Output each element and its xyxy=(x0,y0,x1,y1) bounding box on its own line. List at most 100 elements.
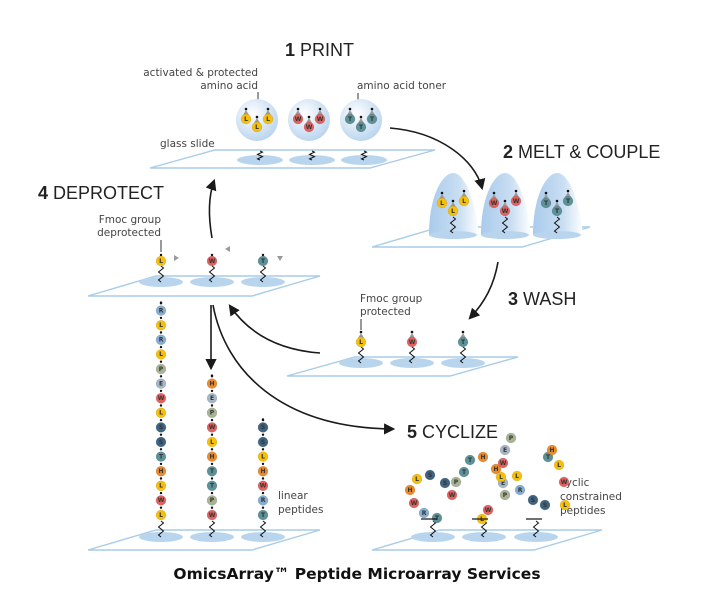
bond-dot xyxy=(210,448,214,451)
linker-spring xyxy=(208,265,216,283)
fmoc-protecting-group xyxy=(254,118,260,123)
amino-acid-P: P xyxy=(206,407,218,419)
array-spot xyxy=(481,231,529,239)
amino-acid-bead xyxy=(206,392,218,404)
label-fmoc-deprotected: Fmoc group xyxy=(99,214,162,226)
released-fmoc-group xyxy=(174,255,179,261)
amino-acid-bead xyxy=(206,465,218,477)
bond-dot xyxy=(210,389,214,393)
amino-acid-T: T xyxy=(355,121,367,133)
amino-acid-W: W xyxy=(206,509,218,521)
fmoc-protecting-group xyxy=(358,333,364,338)
amino-acid-bead xyxy=(562,195,574,207)
amino-acid-bead xyxy=(206,407,218,419)
fmoc-protecting-group xyxy=(439,194,445,199)
amino-acid-bead xyxy=(431,512,443,524)
amino-acid-letter: W xyxy=(491,200,498,207)
bond-dot xyxy=(159,404,163,407)
amino-acid-T: T xyxy=(206,465,218,477)
amino-acid-letter: H xyxy=(549,447,554,454)
label-cyclic-peptides-2: constrained xyxy=(560,491,622,503)
bond-dot xyxy=(210,418,214,422)
amino-acid-R: R xyxy=(514,484,526,496)
amino-acid-letter: W xyxy=(411,500,418,507)
amino-acid-letter: E xyxy=(159,380,163,387)
amino-acid-letter: S xyxy=(543,502,547,509)
amino-acid-W: W xyxy=(482,504,494,516)
amino-acid-P: P xyxy=(206,495,218,506)
fmoc-dot xyxy=(555,199,559,203)
amino-acid-letter: S xyxy=(261,424,265,431)
amino-acid-letter: P xyxy=(509,435,514,442)
amino-acid-bead xyxy=(510,195,522,207)
released-fmoc-group xyxy=(225,246,230,252)
amino-acid-S: S xyxy=(539,499,551,511)
bond-dot xyxy=(261,418,265,421)
amino-acid-bead xyxy=(155,407,167,419)
amino-acid-letter: T xyxy=(159,453,164,460)
bond-dot xyxy=(261,477,265,480)
bond-dot xyxy=(210,404,214,407)
linker-spring xyxy=(259,265,267,283)
fmoc-dot xyxy=(307,115,311,119)
bond-dot xyxy=(159,491,163,495)
amino-acid-letter: T xyxy=(210,483,215,490)
amino-acid-letter: H xyxy=(260,468,265,475)
bond-dot xyxy=(210,433,214,436)
label-linear-peptides: linear xyxy=(278,490,308,502)
amino-acid-bead xyxy=(257,495,269,506)
amino-acid-letter: L xyxy=(462,198,466,205)
amino-acid-letter: H xyxy=(407,487,412,494)
amino-acid-letter: T xyxy=(544,200,549,207)
fmoc-protecting-group xyxy=(369,110,375,115)
amino-acid-letter: S xyxy=(428,472,432,479)
amino-acid-W: W xyxy=(257,480,269,492)
label-linear-peptides-2: peptides xyxy=(278,504,323,516)
linker-spring xyxy=(459,346,467,364)
amino-acid-letter: W xyxy=(158,395,165,402)
amino-acid-letter: H xyxy=(209,453,214,460)
amino-acid-bead xyxy=(155,349,167,360)
bond-dot xyxy=(159,375,163,378)
array-spot xyxy=(533,231,581,239)
amino-acid-letter: T xyxy=(261,512,266,519)
amino-acid-H: H xyxy=(490,463,502,475)
amino-acid-letter: W xyxy=(209,258,216,265)
arrow-melt-to-wash xyxy=(468,261,499,320)
amino-acid-letter: P xyxy=(210,497,215,504)
bond-dot xyxy=(159,477,163,480)
amino-acid-letter: T xyxy=(359,124,364,131)
linker-spring xyxy=(480,520,488,538)
amino-acid-T: T xyxy=(457,336,469,348)
amino-acid-letter: T xyxy=(435,515,440,522)
amino-acid-L: L xyxy=(251,121,263,133)
amino-acid-letter: L xyxy=(159,258,163,265)
amino-acid-bead xyxy=(540,197,552,209)
amino-acid-bead xyxy=(206,509,218,521)
amino-acid-bead xyxy=(262,113,274,125)
amino-acid-bead xyxy=(497,457,509,469)
amino-acid-bead xyxy=(257,480,269,492)
fmoc-dot xyxy=(410,330,414,334)
amino-acid-L: L xyxy=(411,473,423,485)
amino-acid-bead xyxy=(439,477,451,489)
fmoc-dot xyxy=(503,199,507,203)
amino-acid-bead xyxy=(155,334,167,346)
fmoc-dot xyxy=(492,191,496,195)
amino-acid-bead xyxy=(257,255,269,267)
released-fmoc-group xyxy=(277,256,283,261)
amino-acid-letter: L xyxy=(415,476,419,483)
amino-acid-L: L xyxy=(206,436,218,448)
label-cyclic-peptides-3: peptides xyxy=(560,505,605,517)
fmoc-dot xyxy=(266,107,270,111)
amino-acid-letter: W xyxy=(449,492,456,499)
amino-acid-letter: L xyxy=(515,473,519,480)
amino-acid-L: L xyxy=(495,471,507,483)
linker-spring xyxy=(308,150,316,161)
amino-acid-letter: W xyxy=(209,512,216,519)
amino-acid-S: S xyxy=(155,422,167,433)
fmoc-dot xyxy=(296,107,300,111)
bond-dot xyxy=(210,374,214,377)
amino-acid-letter: W xyxy=(513,198,520,205)
